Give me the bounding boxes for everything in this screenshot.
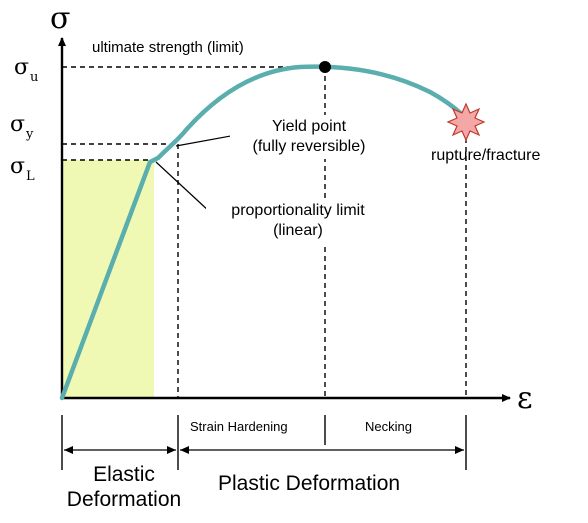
x-axis-symbol: ε — [517, 381, 533, 416]
ultimate-stress-label: σu — [14, 55, 39, 85]
elastic-label-line1: Elastic — [93, 463, 155, 486]
elastic-label-line2: Deformation — [66, 488, 182, 512]
stress-strain-curve — [59, 64, 467, 401]
rupture-label: rupture/fracture — [431, 147, 541, 164]
plastic-deformation-label: Plastic Deformation — [218, 472, 401, 495]
proportional-leader-line — [155, 161, 211, 213]
strain-hardening-label: Strain Hardening — [190, 419, 288, 434]
ultimate-strength-label: ultimate strength (limit) — [92, 39, 244, 56]
yield-stress-label: σy — [10, 112, 34, 142]
rupture-burst-icon — [446, 102, 486, 142]
proportionality-line2: (linear) — [273, 222, 323, 239]
proportional-stress-label: σL — [10, 154, 35, 184]
ultimate-strength-point — [319, 61, 331, 73]
necking-label: Necking — [365, 419, 412, 434]
yield-point-line1: Yield point — [271, 118, 347, 135]
y-axis-symbol: σ — [50, 1, 71, 36]
yield-point-line2: (fully reversible) — [252, 138, 366, 155]
proportionality-line1: proportionality limit — [231, 202, 365, 219]
yield-point-callout: Yield point (fully reversible) — [230, 115, 388, 159]
proportionality-callout: proportionality limit (linear) — [206, 199, 390, 243]
elastic-deformation-label: Elastic Deformation — [56, 462, 192, 512]
